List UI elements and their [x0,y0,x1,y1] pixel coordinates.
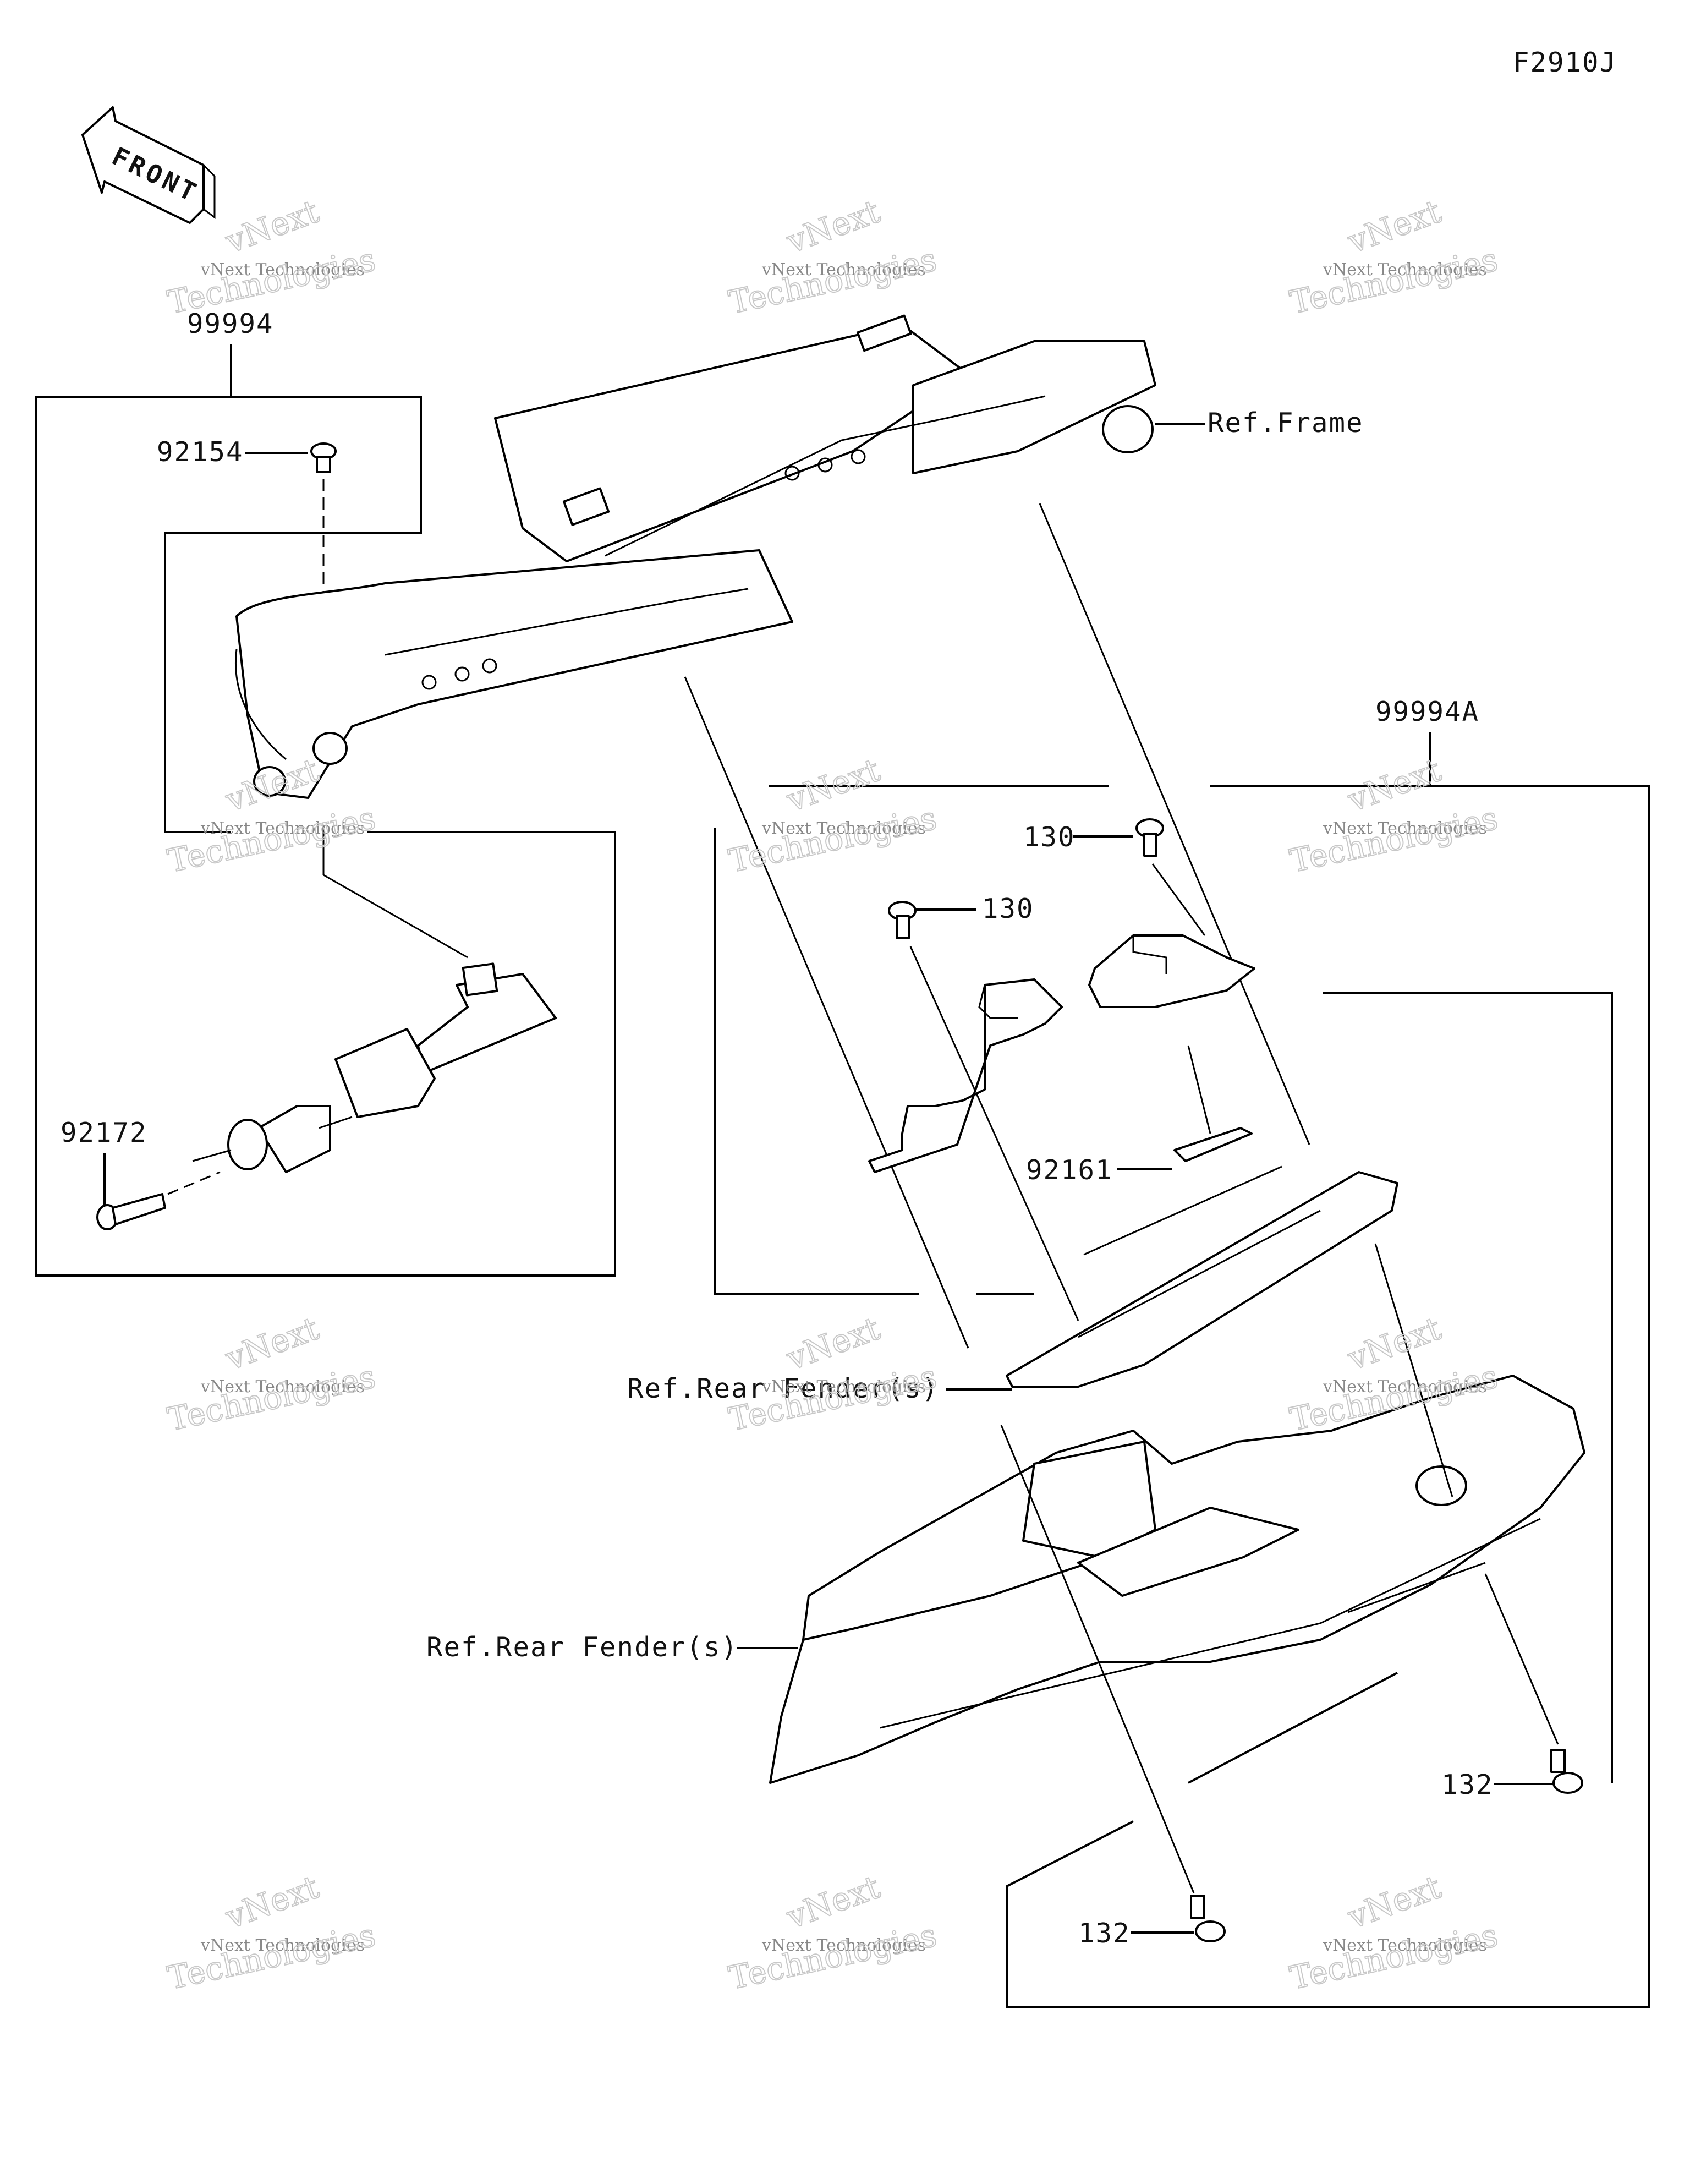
watermark-brand: vNext [1343,1310,1446,1378]
watermark-brand: vNext [782,193,885,261]
rear-fender-part [769,1375,1585,1784]
watermark-brand: vNext [782,1310,885,1378]
watermark-big: Technologies [1287,240,1501,321]
bolt-132-b-icon [1190,1895,1226,1942]
bolt-130-a-icon [1135,818,1164,857]
watermark-big: Technologies [726,1358,940,1438]
callout-99994: 99994 [187,308,274,340]
watermark-line: vNext Technologies [1323,260,1487,280]
watermark-line: vNext Technologies [761,819,926,838]
bolt-132-a-icon [1550,1749,1583,1794]
watermark-line: vNext Technologies [200,1936,365,1955]
bracket-switch-icon [192,962,557,1173]
callout-ref-rear-fender-1: Ref.Rear Fender(s) [627,1373,939,1404]
bracket-lower-icon [868,978,1063,1173]
pad-92161-icon [1173,1127,1253,1162]
callout-132-b: 132 [1078,1918,1131,1949]
watermark-brand: vNext [1343,751,1446,819]
frame-part [235,314,1156,799]
callout-92161: 92161 [1026,1154,1113,1186]
kit-99994a-group: 99994A 130 130 9216 [426,696,1650,2008]
watermark-brand: vNext [1343,1868,1446,1936]
callout-92154: 92154 [157,436,244,468]
front-arrow-icon: FRONT [81,106,216,224]
watermark-line: vNext Technologies [761,1377,926,1397]
watermark-brand: vNext [1343,193,1446,261]
callout-132-a: 132 [1441,1769,1494,1800]
watermark-line: vNext Technologies [1323,1377,1487,1397]
watermark-line: vNext Technologies [200,819,365,838]
callout-ref-rear-fender-2: Ref.Rear Fender(s) [426,1632,738,1663]
watermark-line: vNext Technologies [200,1377,365,1397]
screw-92154-icon [310,442,337,473]
watermark-brand: vNext [221,1310,324,1378]
bracket-upper-icon [1088,934,1255,1008]
watermark-big: Technologies [164,1916,379,1996]
watermark-line: vNext Technologies [1323,819,1487,838]
bolt-92172-icon [96,1193,166,1230]
watermark-brand: vNext [782,751,885,819]
watermark-line: vNext Technologies [761,260,926,280]
watermark-big: Technologies [1287,799,1501,879]
watermark-brand: vNext [782,1868,885,1936]
callout-ref-frame: Ref.Frame [1208,407,1364,439]
callout-130-b: 130 [982,893,1034,924]
watermark-line: vNext Technologies [1323,1936,1487,1955]
watermark-big: Technologies [726,1916,940,1996]
bolt-130-b-icon [888,901,917,939]
watermark-big: Technologies [1287,1916,1501,1996]
watermark-big: Technologies [164,799,379,879]
callout-99994a: 99994A [1375,696,1479,727]
callout-130-a: 130 [1023,822,1076,853]
watermark-brand: vNext [221,193,324,261]
callout-92172: 92172 [61,1117,147,1148]
watermark-big: Technologies [726,799,940,879]
mount-plate-icon [1006,1171,1398,1388]
watermark-brand: vNext [221,1868,324,1936]
kit-99994-group: 99994 92154 92172 [35,308,616,1277]
watermark-line: vNext Technologies [761,1936,926,1955]
watermark-big: Technologies [164,1358,379,1438]
watermark-line: vNext Technologies [200,260,365,280]
watermark-big: Technologies [726,240,940,321]
figure-code: F2910J [1513,47,1617,78]
